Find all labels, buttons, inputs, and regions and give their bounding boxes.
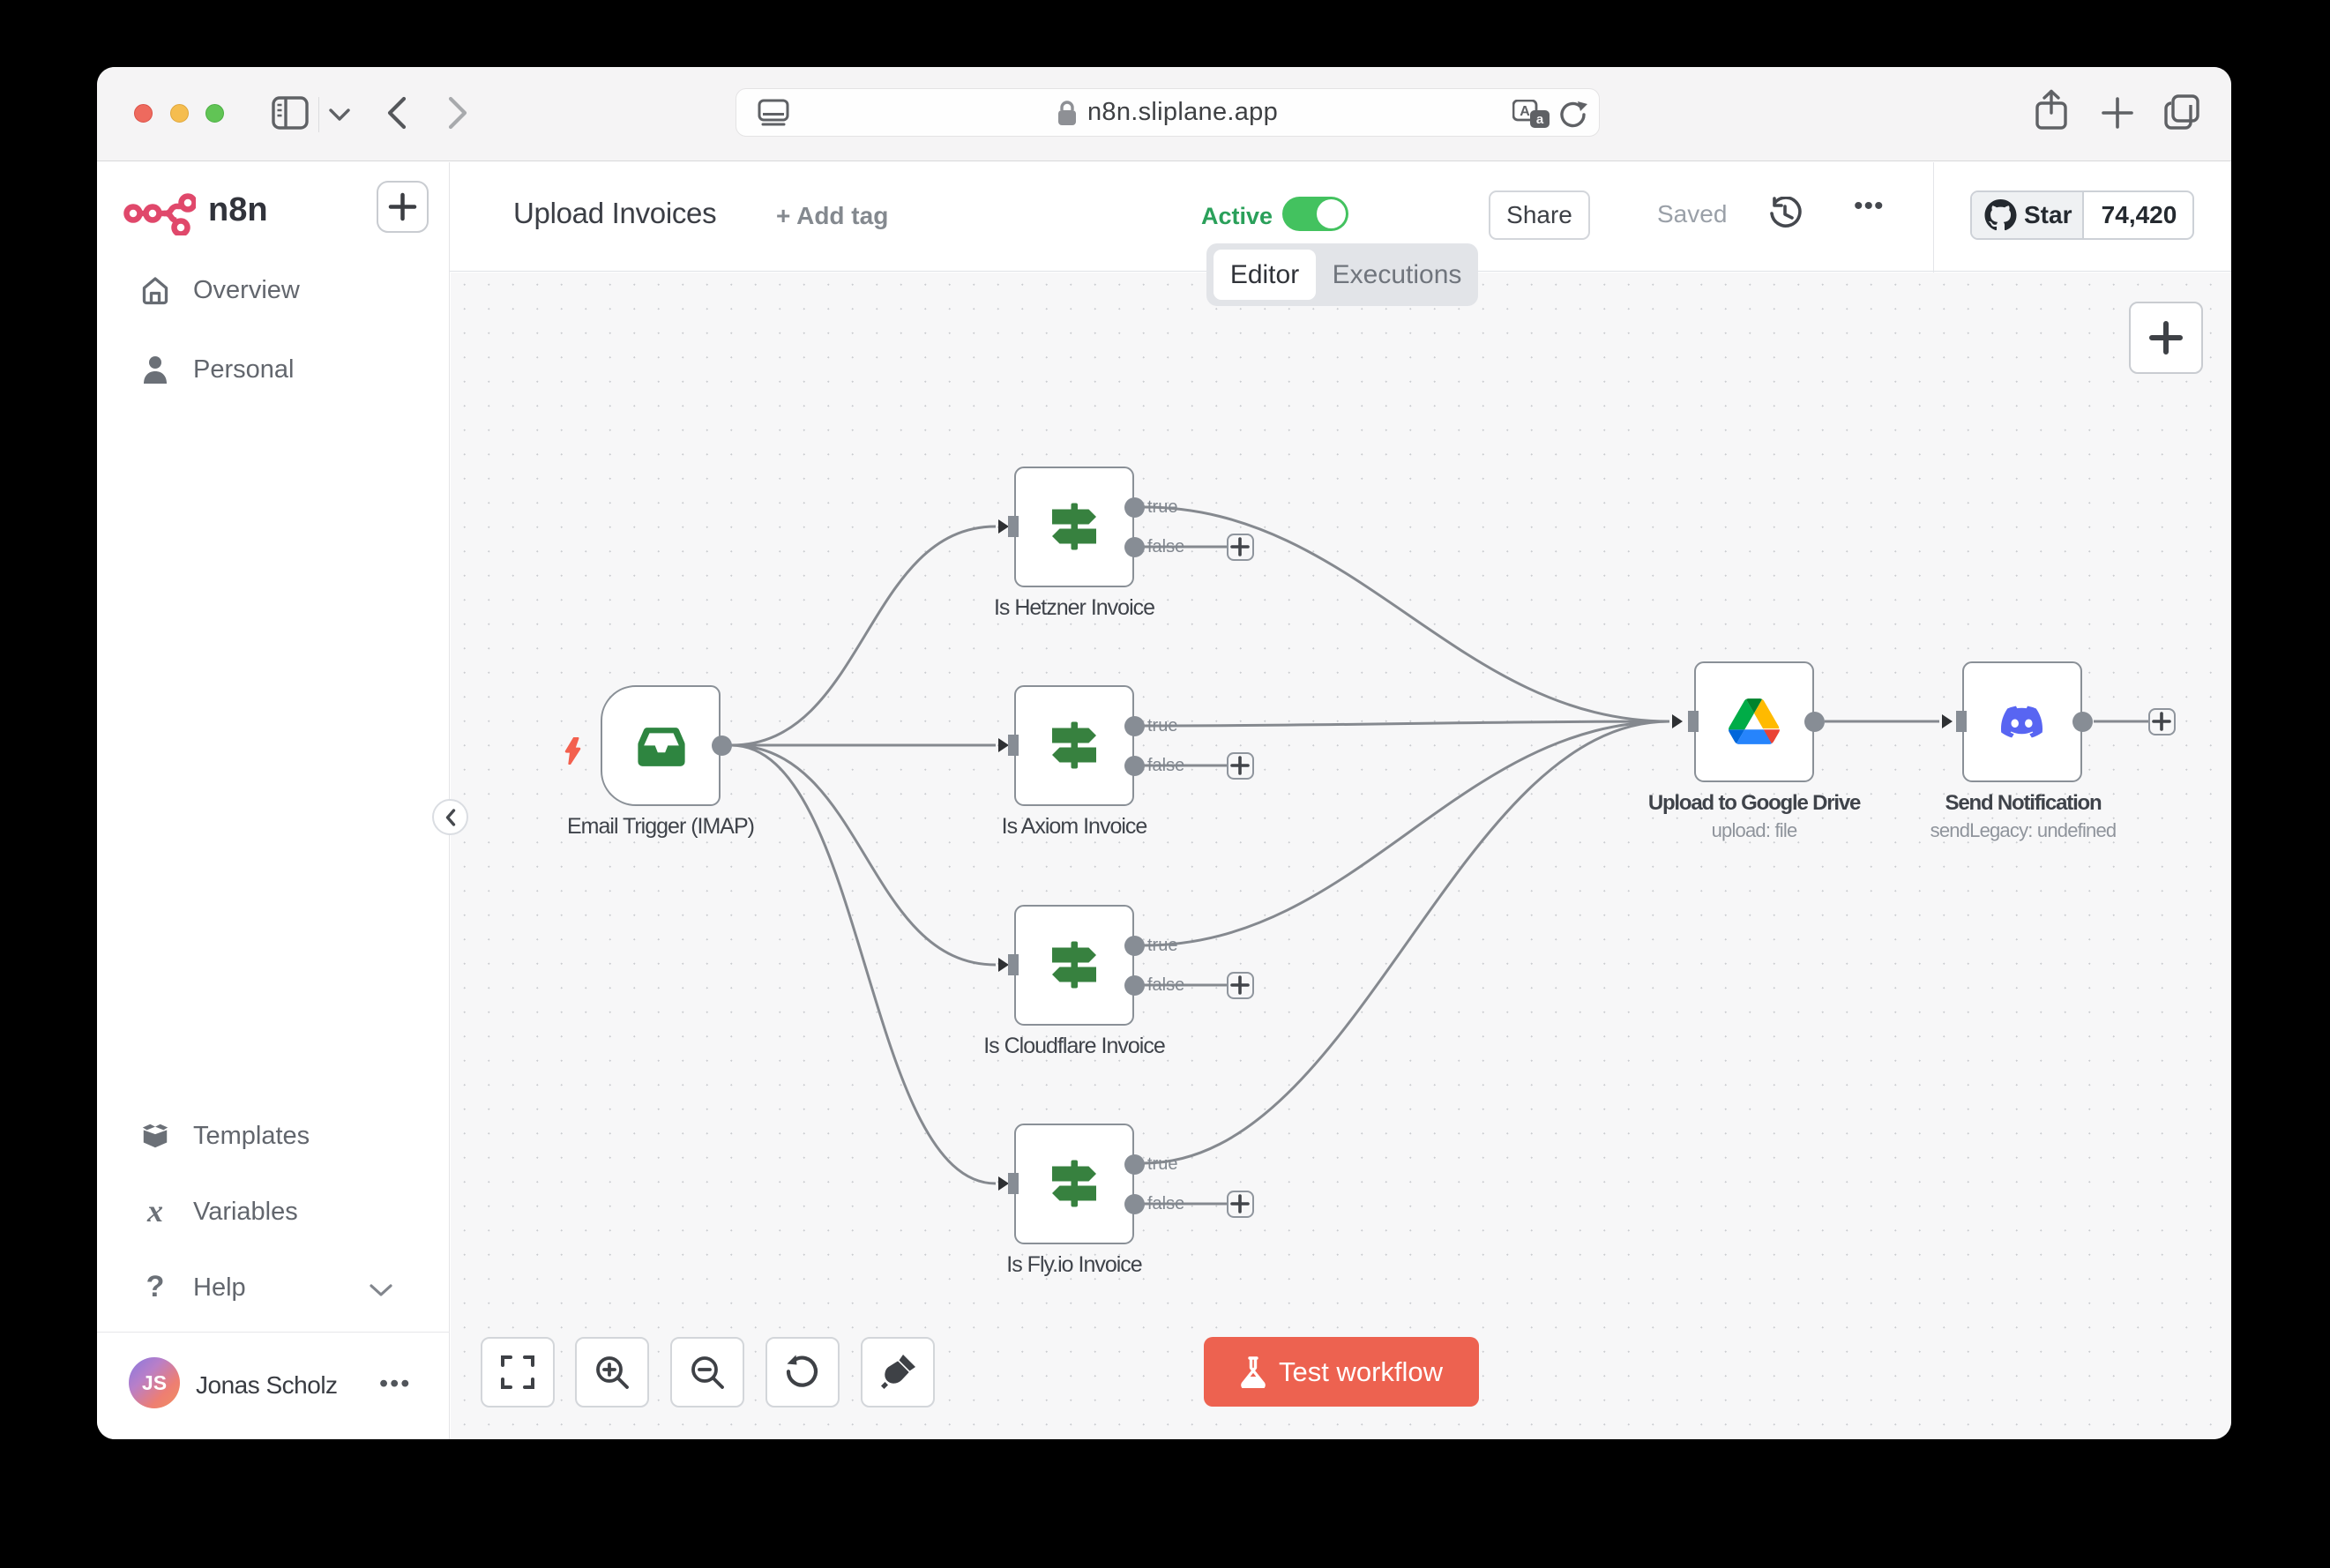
svg-text:a: a — [1536, 112, 1544, 127]
svg-text:?: ? — [146, 1273, 165, 1303]
svg-text:x: x — [146, 1198, 163, 1226]
svg-text:A: A — [1520, 104, 1530, 119]
